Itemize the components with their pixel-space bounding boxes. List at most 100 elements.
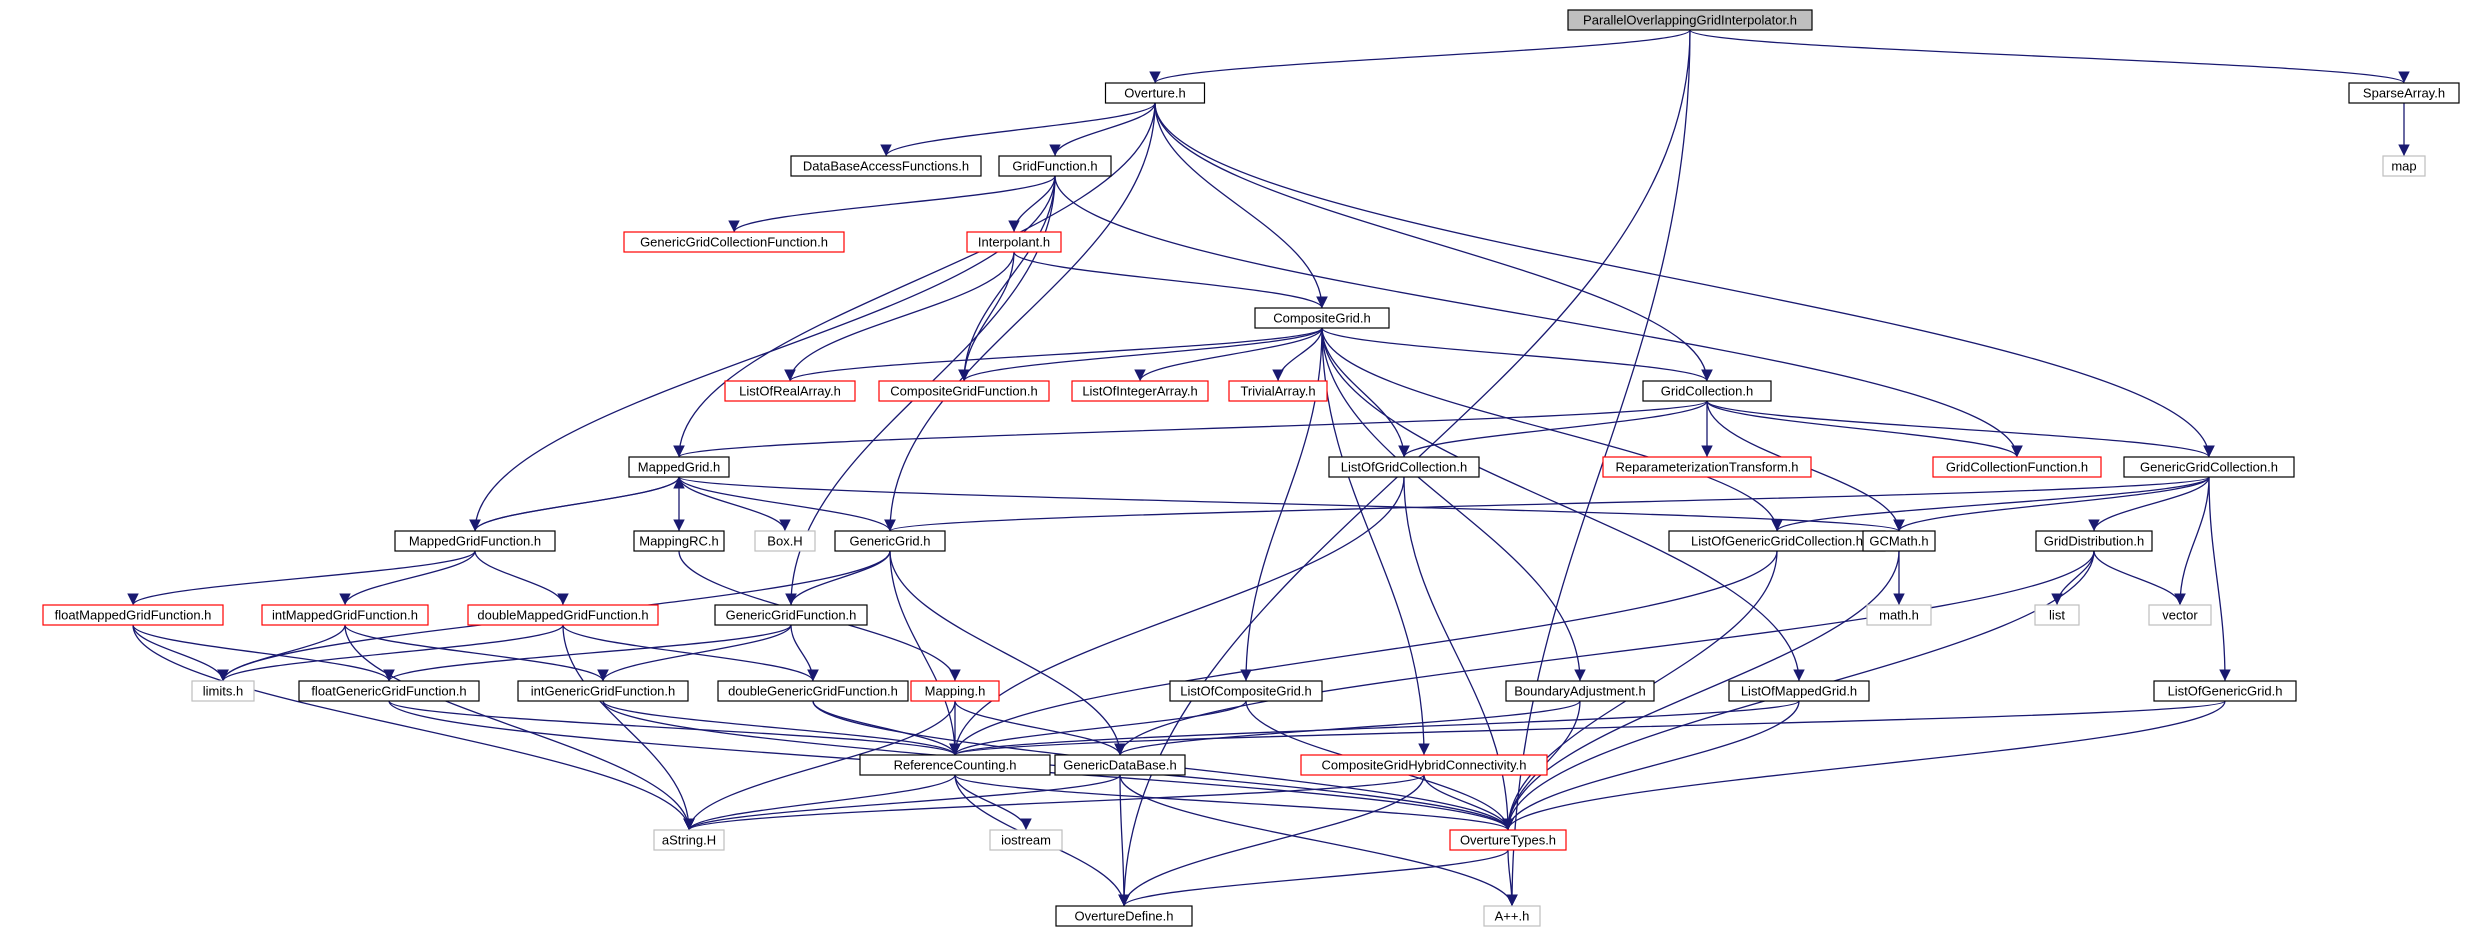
node-box xyxy=(623,231,845,253)
edge-griddist-to-gdb xyxy=(1114,550,2095,756)
node-gridfunction[interactable]: GridFunction.h xyxy=(998,155,1112,177)
edge-overture-to-ggc xyxy=(1154,102,2215,458)
node-gcmath[interactable]: GCMath.h xyxy=(1862,530,1936,552)
edge-mgfunction-to-intmgf xyxy=(339,550,476,606)
edge-mappedgrid-to-genericgrid xyxy=(678,476,896,532)
node-label: GridCollectionFunction.h xyxy=(1946,460,2088,475)
node-label: ReferenceCounting.h xyxy=(894,758,1017,773)
node-box xyxy=(1602,456,1812,478)
edge-overture-to-genericgrid xyxy=(884,102,1156,532)
node-root[interactable]: ParallelOverlappingGridInterpolator.h xyxy=(1567,9,1813,31)
node-iostream[interactable]: iostream xyxy=(989,829,1063,851)
node-listofrealarray[interactable]: ListOfRealArray.h xyxy=(724,380,856,402)
node-box xyxy=(1055,905,1193,927)
node-label: MappingRC.h xyxy=(639,534,719,549)
node-astring[interactable]: aString.H xyxy=(653,829,725,851)
node-trivialarray[interactable]: TrivialArray.h xyxy=(1228,380,1328,402)
node-box xyxy=(2153,680,2297,702)
node-box xyxy=(717,680,909,702)
node-listofgg[interactable]: ListOfGenericGrid.h xyxy=(2153,680,2297,702)
node-intggf[interactable]: intGenericGridFunction.h xyxy=(517,680,689,702)
node-compositegrid[interactable]: CompositeGrid.h xyxy=(1254,307,1390,329)
node-listofggc[interactable]: ListOfGenericGridCollection.h xyxy=(1668,530,1886,552)
node-box xyxy=(878,380,1050,402)
node-cghc[interactable]: CompositeGridHybridConnectivity.h xyxy=(1300,754,1548,776)
node-limits[interactable]: limits.h xyxy=(191,680,255,702)
node-gdb[interactable]: GenericDataBase.h xyxy=(1054,754,1186,776)
node-mappingrc[interactable]: MappingRC.h xyxy=(633,530,725,552)
node-overture[interactable]: Overture.h xyxy=(1104,82,1206,104)
node-reparam[interactable]: ReparameterizationTransform.h xyxy=(1602,456,1812,478)
node-intmgf[interactable]: intMappedGridFunction.h xyxy=(261,604,429,626)
node-doubleggf[interactable]: doubleGenericGridFunction.h xyxy=(717,680,909,702)
node-box xyxy=(633,530,725,552)
edge-compositegrid-to-cghc xyxy=(1321,327,1430,756)
node-sparsearray[interactable]: SparseArray.h xyxy=(2348,82,2460,104)
node-cgfunction[interactable]: CompositeGridFunction.h xyxy=(878,380,1050,402)
edge-ggfunction-to-floatggf xyxy=(383,624,792,682)
node-label: GenericGridCollectionFunction.h xyxy=(640,235,828,250)
node-box xyxy=(754,530,816,552)
node-listofmg[interactable]: ListOfMappedGrid.h xyxy=(1728,680,1870,702)
edge-overture-to-gridcollection xyxy=(1154,102,1713,382)
edge-interpolant-to-listofrealarray xyxy=(784,251,1015,382)
edge-compositegrid-to-listofmg xyxy=(1321,327,1805,682)
node-boxh[interactable]: Box.H xyxy=(754,530,816,552)
node-ggcfunction[interactable]: GenericGridCollectionFunction.h xyxy=(623,231,845,253)
node-box xyxy=(1071,380,1209,402)
edge-intmgf-to-intggf xyxy=(344,624,609,682)
node-boundaryadj[interactable]: BoundaryAdjustment.h xyxy=(1505,680,1655,702)
edge-refcount-to-overturetypes xyxy=(954,774,1514,831)
node-gridcollection[interactable]: GridCollection.h xyxy=(1642,380,1772,402)
node-listofgc[interactable]: ListOfGridCollection.h xyxy=(1328,456,1480,478)
node-mapping[interactable]: Mapping.h xyxy=(910,680,1000,702)
node-refcount[interactable]: ReferenceCounting.h xyxy=(859,754,1051,776)
node-box xyxy=(1932,456,2102,478)
edge-gdb-to-overturedefine xyxy=(1118,774,1130,907)
node-overturetypes[interactable]: OvertureTypes.h xyxy=(1449,829,1567,851)
node-listofcg[interactable]: ListOfCompositeGrid.h xyxy=(1169,680,1323,702)
node-mappedgrid[interactable]: MappedGrid.h xyxy=(628,456,730,478)
node-listofintarray[interactable]: ListOfIntegerArray.h xyxy=(1071,380,1209,402)
node-list[interactable]: list xyxy=(2034,604,2080,626)
node-box xyxy=(394,530,556,552)
edge-genericgrid-to-gdb xyxy=(889,550,1126,756)
node-box xyxy=(714,604,868,626)
node-griddist[interactable]: GridDistribution.h xyxy=(2035,530,2153,552)
edge-compositegrid-to-boundaryadj xyxy=(1321,327,1586,682)
node-box xyxy=(2348,82,2460,104)
edge-overturetypes-to-aplusplus xyxy=(1506,849,1518,907)
node-label: Interpolant.h xyxy=(978,235,1050,250)
edge-cghc-to-overturedefine xyxy=(1118,774,1425,907)
node-ggfunction[interactable]: GenericGridFunction.h xyxy=(714,604,868,626)
edge-cghc-to-overturetypes xyxy=(1423,774,1514,831)
node-aplusplus[interactable]: A++.h xyxy=(1483,905,1541,927)
node-box xyxy=(1449,829,1567,851)
node-map[interactable]: map xyxy=(2382,155,2426,177)
node-ggc[interactable]: GenericGridCollection.h xyxy=(2123,456,2295,478)
node-doublemgf[interactable]: doubleMappedGridFunction.h xyxy=(467,604,659,626)
edge-mapping-to-gdb xyxy=(954,700,1126,756)
node-floatmgf[interactable]: floatMappedGridFunction.h xyxy=(42,604,224,626)
node-label: ListOfMappedGrid.h xyxy=(1741,684,1857,699)
node-label: OvertureTypes.h xyxy=(1460,833,1556,848)
edge-mappedgrid-to-gcmath xyxy=(678,476,1905,532)
node-mathh[interactable]: math.h xyxy=(1866,604,1932,626)
node-box xyxy=(724,380,856,402)
node-label: vector xyxy=(2162,608,2198,623)
node-label: GenericGridCollection.h xyxy=(2140,460,2278,475)
node-label: DataBaseAccessFunctions.h xyxy=(803,159,969,174)
node-genericgrid[interactable]: GenericGrid.h xyxy=(834,530,946,552)
node-dbaccess[interactable]: DataBaseAccessFunctions.h xyxy=(790,155,982,177)
edge-cghc-to-astring xyxy=(683,774,1425,831)
node-floatggf[interactable]: floatGenericGridFunction.h xyxy=(298,680,480,702)
node-box xyxy=(2148,604,2212,626)
node-gcfunction[interactable]: GridCollectionFunction.h xyxy=(1932,456,2102,478)
edge-ggfunction-to-intggf xyxy=(597,624,792,682)
node-vector[interactable]: vector xyxy=(2148,604,2212,626)
edge-gridfunction-to-interpolant xyxy=(1008,175,1056,233)
node-mgfunction[interactable]: MappedGridFunction.h xyxy=(394,530,556,552)
node-interpolant[interactable]: Interpolant.h xyxy=(966,231,1062,253)
node-label: CompositeGridHybridConnectivity.h xyxy=(1322,758,1527,773)
node-overturedefine[interactable]: OvertureDefine.h xyxy=(1055,905,1193,927)
